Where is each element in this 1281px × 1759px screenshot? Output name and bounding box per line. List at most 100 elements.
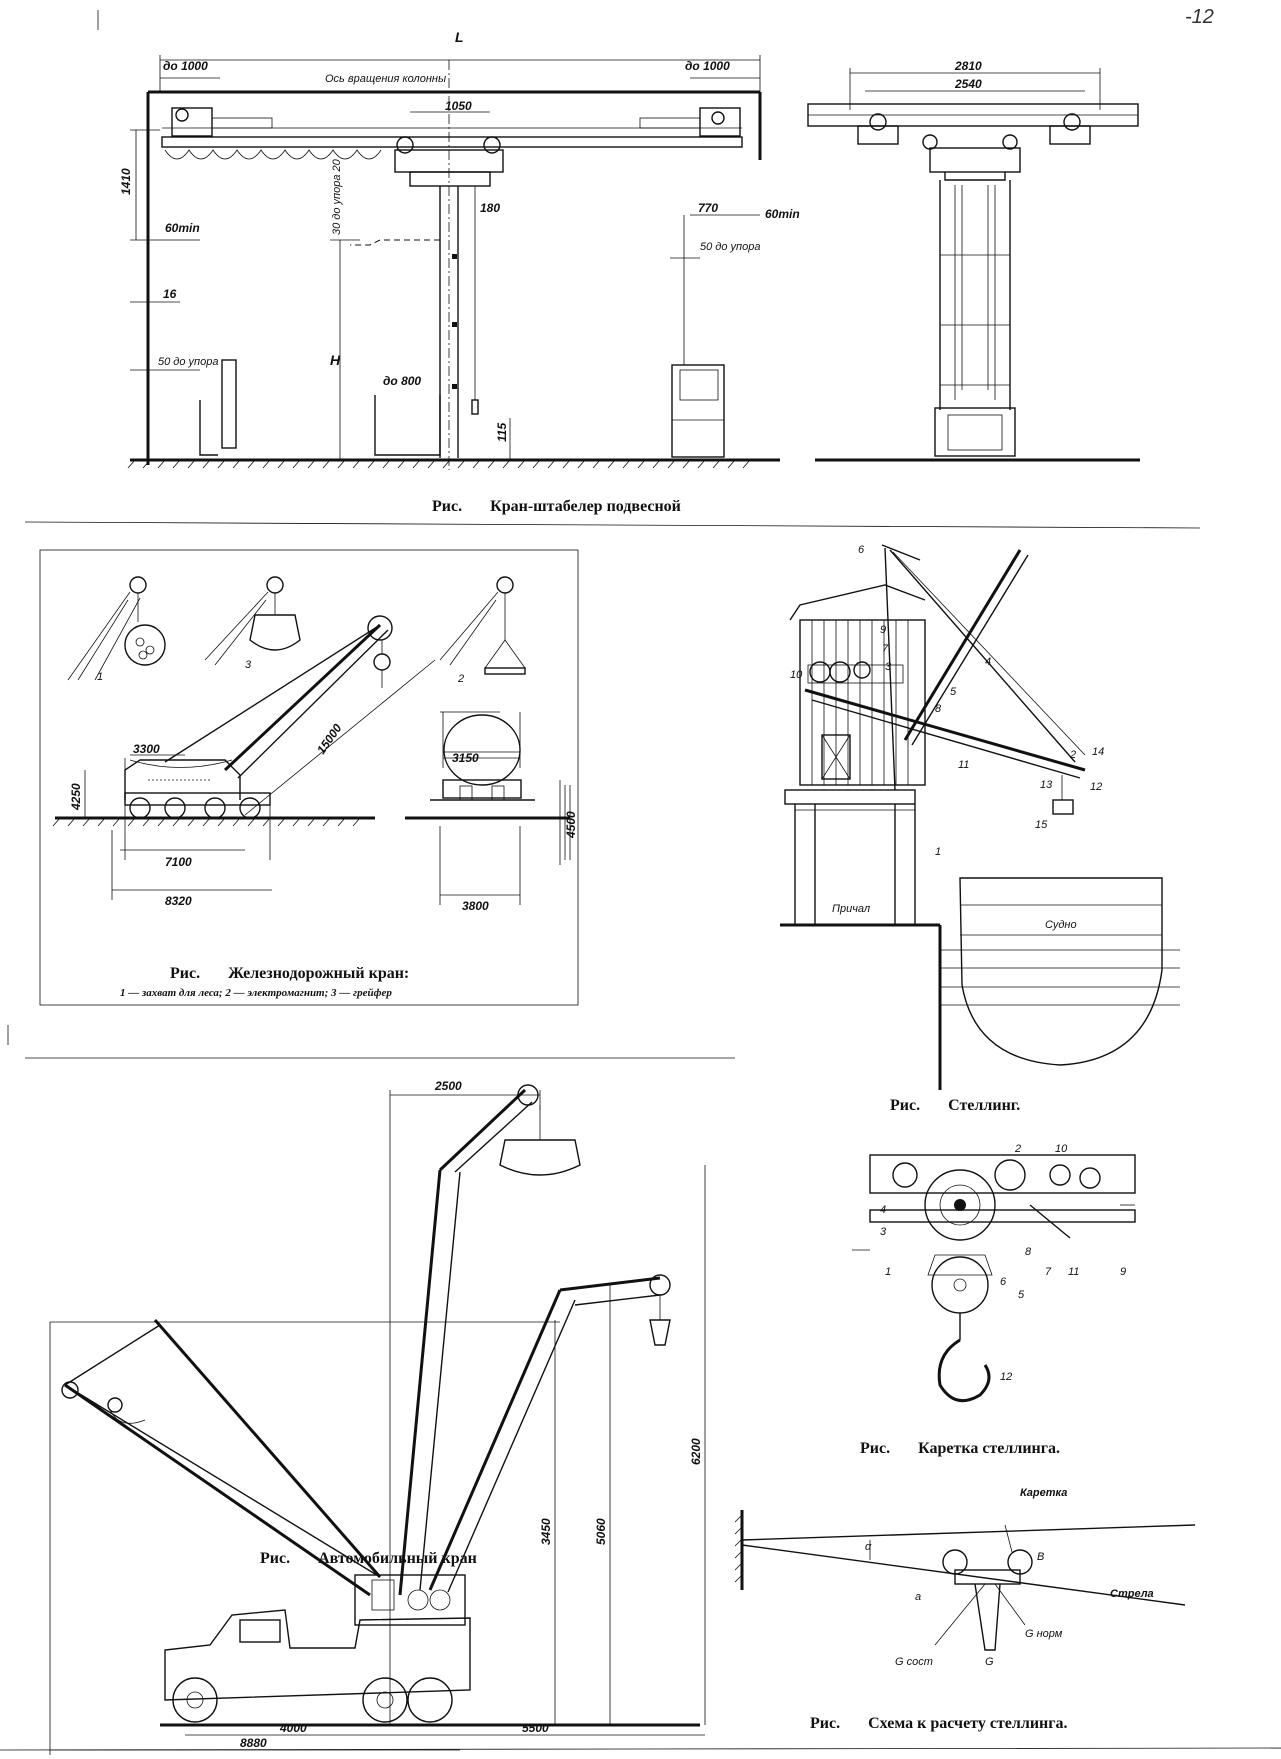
label-B: В bbox=[1037, 1551, 1044, 1563]
dim-7100: 7100 bbox=[165, 855, 192, 869]
fig1-side-view-drawing: 2810 2540 bbox=[807, 59, 1140, 462]
dim-6200: 6200 bbox=[689, 1438, 703, 1465]
label-fig3-11: 11 bbox=[958, 759, 969, 771]
caption-fig2-title: Железнодорожный кран: bbox=[228, 965, 410, 982]
dim-3150: 3150 bbox=[452, 751, 479, 765]
dim-180: 180 bbox=[480, 201, 500, 215]
dim-do1000-right: до 1000 bbox=[685, 59, 730, 73]
label-fig3-6: 6 bbox=[858, 544, 865, 556]
label-G-sost: G сост bbox=[895, 1656, 933, 1668]
label-fig3-13: 13 bbox=[1040, 779, 1053, 791]
label-fig5-8: 8 bbox=[1025, 1246, 1032, 1258]
dim-2810: 2810 bbox=[954, 59, 982, 73]
dim-5060: 5060 bbox=[594, 1518, 608, 1545]
dim-2540: 2540 bbox=[954, 77, 982, 91]
dim-770: 770 bbox=[698, 201, 718, 215]
dim-3300: 3300 bbox=[133, 742, 160, 756]
label-fig5-11: 11 bbox=[1068, 1266, 1079, 1278]
dim-4500: 4500 bbox=[564, 811, 578, 839]
label-prichal: Причал bbox=[832, 903, 870, 915]
caption-fig4-ris: Рис. bbox=[260, 1550, 291, 1567]
caption-fig4: Рис. Автомобильный кран bbox=[260, 1550, 477, 1568]
dim-3450: 3450 bbox=[539, 1518, 553, 1545]
dim-L: L bbox=[455, 29, 464, 45]
label-fig3-14: 14 bbox=[1092, 746, 1104, 758]
dim-4250: 4250 bbox=[69, 783, 83, 811]
label-G: G bbox=[985, 1656, 994, 1668]
label-fig2-3: 3 bbox=[245, 659, 252, 671]
dim-2500: 2500 bbox=[434, 1079, 462, 1093]
caption-fig2-ris: Рис. bbox=[170, 965, 201, 982]
label-fig3-3: 3 bbox=[885, 661, 892, 673]
dim-115: 115 bbox=[495, 423, 509, 442]
dim-50-do-upora-left: 50 до упора bbox=[158, 356, 218, 368]
label-fig5-6: 6 bbox=[1000, 1276, 1007, 1288]
label-axis: Ось вращения колонны bbox=[325, 73, 446, 85]
label-fig5-3: 3 bbox=[880, 1226, 887, 1238]
caption-fig6: Рис.Схема к расчету стеллинга. bbox=[810, 1715, 1068, 1733]
dim-do800: до 800 bbox=[383, 374, 421, 388]
dim-H: H bbox=[330, 352, 341, 368]
caption-fig6-title: Схема к расчету стеллинга. bbox=[868, 1715, 1068, 1732]
caption-fig4-title: Автомобильный кран bbox=[318, 1550, 477, 1567]
page-number: -12 bbox=[1185, 6, 1214, 28]
dim-60min-left: 60min bbox=[165, 221, 200, 235]
caption-fig2-legend: 1 — захват для леса; 2 — электромагнит; … bbox=[120, 987, 392, 999]
fig4-truck-crane-drawing: 2500 6200 5060 3450 4000 5500 8880 bbox=[49, 1079, 706, 1755]
label-fig3-2: 2 bbox=[1069, 749, 1076, 761]
caption-fig1-title: Кран-штабелер подвесной bbox=[490, 498, 681, 515]
label-strela: Стрела bbox=[1110, 1588, 1154, 1600]
label-fig2-2: 2 bbox=[457, 673, 464, 685]
fig3-stelling-drawing: Причал Судно 6 9 7 3 10 4 5 8 2 14 11 13… bbox=[780, 544, 1180, 1090]
label-fig5-12: 12 bbox=[1000, 1371, 1012, 1383]
dim-8880: 8880 bbox=[240, 1736, 267, 1750]
caption-fig3-title: Стеллинг. bbox=[948, 1097, 1021, 1114]
caption-fig1: Рис. Кран-штабелер подвесной bbox=[432, 498, 681, 516]
label-fig3-15: 15 bbox=[1035, 819, 1048, 831]
label-fig5-9: 9 bbox=[1120, 1266, 1126, 1278]
label-fig3-1: 1 bbox=[935, 846, 941, 858]
label-fig5-2: 2 bbox=[1014, 1143, 1021, 1155]
label-fig5-5: 5 bbox=[1018, 1289, 1025, 1301]
caption-fig5-title: Каретка стеллинга. bbox=[918, 1440, 1061, 1457]
label-sudno: Судно bbox=[1045, 919, 1077, 931]
label-fig3-5: 5 bbox=[950, 686, 957, 698]
label-alpha: α bbox=[865, 1541, 872, 1553]
fig6-scheme-drawing: Каретка Стрела α В а G сост G норм G bbox=[734, 1487, 1196, 1668]
fig2-railway-crane-drawing: 3300 4250 15000 7100 8320 1 3 2 3150 450… bbox=[52, 576, 578, 913]
caption-fig2: Рис. Железнодорожный кран: bbox=[170, 965, 409, 983]
label-fig3-4: 4 bbox=[985, 656, 991, 668]
label-fig3-8: 8 bbox=[935, 703, 942, 715]
fig1-stacker-crane-drawing: L до 1000 до 1000 Ось вращения колонны 1… bbox=[119, 29, 800, 470]
label-G-norm: G норм bbox=[1025, 1628, 1063, 1640]
label-a: а bbox=[915, 1591, 921, 1603]
dim-8320: 8320 bbox=[165, 894, 192, 908]
label-fig5-7: 7 bbox=[1045, 1266, 1052, 1278]
caption-fig3-ris: Рис. bbox=[890, 1097, 921, 1114]
caption-fig5-ris: Рис. bbox=[860, 1440, 891, 1457]
caption-fig3: Рис. Стеллинг. bbox=[890, 1097, 1020, 1115]
label-fig2-1: 1 bbox=[97, 671, 103, 683]
label-karetka: Каретка bbox=[1020, 1487, 1067, 1499]
caption-fig1-ris: Рис. bbox=[432, 498, 463, 515]
dim-5500: 5500 bbox=[522, 1721, 549, 1735]
dim-1050: 1050 bbox=[445, 99, 472, 113]
dim-do1000-left: до 1000 bbox=[163, 59, 208, 73]
fig5-carriage-drawing: 2 10 4 3 1 8 6 7 11 9 5 12 bbox=[852, 1143, 1136, 1403]
label-fig5-1: 1 bbox=[885, 1266, 891, 1278]
dim-15000: 15000 bbox=[314, 721, 345, 757]
dim-60min-right: 60min bbox=[765, 207, 800, 221]
caption-fig5: Рис. Каретка стеллинга. bbox=[860, 1440, 1060, 1458]
label-fig3-10: 10 bbox=[790, 669, 803, 681]
label-fig3-12: 12 bbox=[1090, 781, 1102, 793]
label-fig5-10: 10 bbox=[1055, 1143, 1068, 1155]
label-fig5-4: 4 bbox=[880, 1204, 886, 1216]
dim-30-do-upora: 30 до упора 20 bbox=[331, 158, 343, 235]
dim-50-do-upora-right: 50 до упора bbox=[700, 241, 760, 253]
label-fig3-9: 9 bbox=[880, 624, 886, 636]
dim-16: 16 bbox=[163, 287, 177, 301]
label-fig3-7: 7 bbox=[882, 643, 889, 655]
dim-3800: 3800 bbox=[462, 899, 489, 913]
dim-1410: 1410 bbox=[119, 168, 133, 195]
